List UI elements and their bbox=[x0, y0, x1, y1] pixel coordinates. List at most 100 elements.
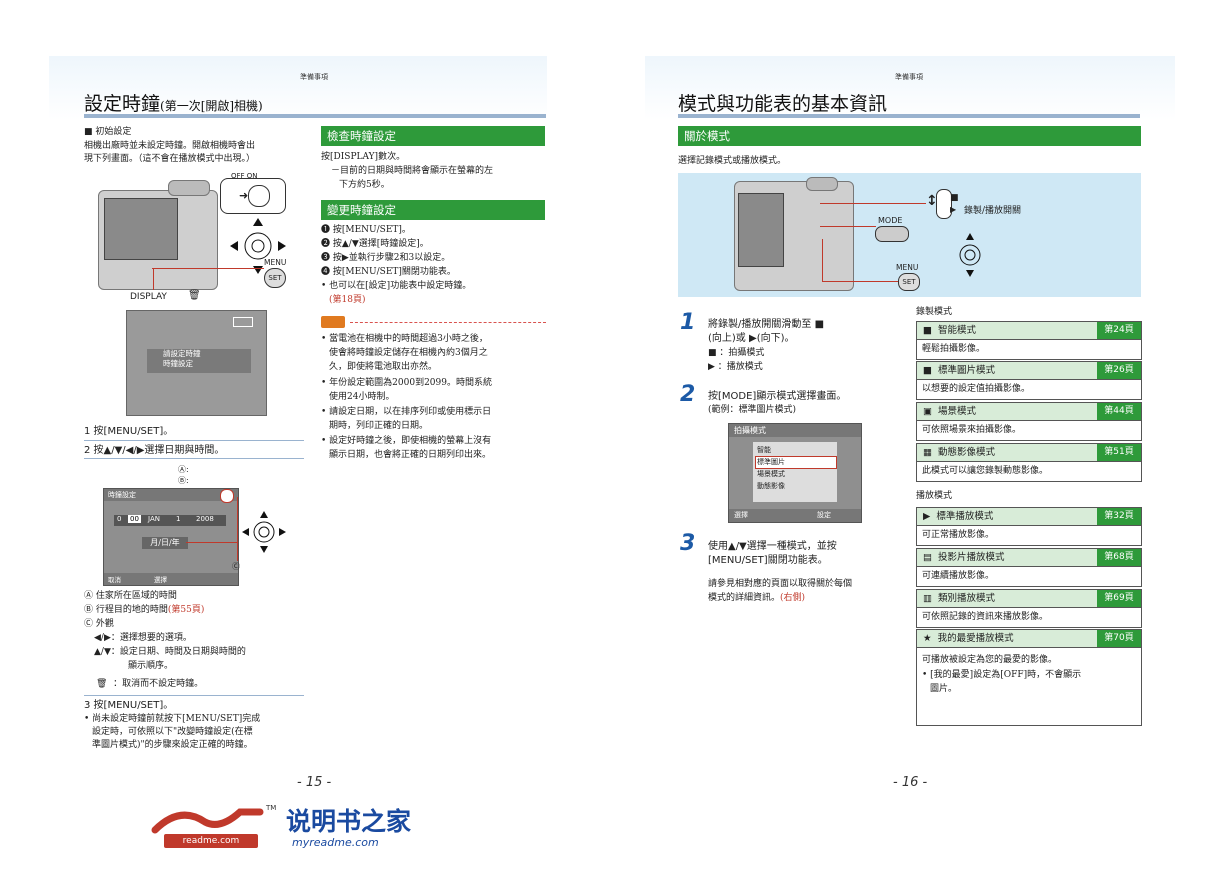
cursor-pad-icon bbox=[230, 218, 286, 274]
note-5: 使用24小時制。 bbox=[329, 392, 395, 402]
clock-min: 00 bbox=[128, 515, 141, 523]
note-3: 久，即使將電池取出亦然。 bbox=[329, 362, 438, 372]
initial-text-2: 現下列畫面。（這不會在播放模式中出現。） bbox=[84, 154, 256, 164]
note-c: Ⓒ 外觀 bbox=[84, 619, 114, 629]
rec-mode-desc-0: 輕鬆拍攝影像。 bbox=[916, 340, 1142, 360]
note-b-row: Ⓑ 行程目的地的時間(第55頁) bbox=[84, 604, 204, 617]
camera-mode-icon-2: ■ bbox=[708, 348, 720, 358]
left-title-rule bbox=[84, 114, 546, 118]
initial-heading: ■ 初始設定 bbox=[84, 127, 132, 137]
camera-icon: ■ bbox=[950, 193, 959, 203]
check-1: 按[DISPLAY]數次。 bbox=[321, 152, 406, 162]
note-1: • 當電池在相機中的時間超過3小時之後， bbox=[321, 334, 488, 344]
mode-item-2[interactable]: 場景模式 bbox=[757, 470, 785, 478]
legend-a: Ⓐ: bbox=[178, 465, 189, 474]
mode-item-1[interactable]: 標準圖片 bbox=[757, 458, 785, 466]
play-mode-name-1: 投影片播放模式 bbox=[938, 552, 1005, 563]
check-3: 下方約5秒。 bbox=[339, 180, 390, 190]
change-heading: 變更時鐘設定 bbox=[321, 200, 545, 220]
change-3: ❸ 按▶並執行步驟2和3以設定。 bbox=[321, 253, 451, 263]
step1-c-text: (向下)。 bbox=[756, 333, 795, 344]
step3-note-3: 準圖片模式)"的步驟來設定正確的時鐘。 bbox=[92, 740, 253, 750]
rec-play-switch bbox=[936, 189, 952, 219]
rec-mode-name-0: 智能模式 bbox=[938, 325, 977, 336]
step1-a-text: 將錄製/播放開關滑動至 bbox=[708, 319, 812, 330]
right-page-number: - 16 - bbox=[893, 775, 928, 790]
mode-cursor-icon bbox=[959, 233, 981, 277]
step2-number: 2 bbox=[680, 382, 696, 407]
play-mode-icon: ▶ bbox=[749, 333, 757, 344]
left-header-band bbox=[49, 56, 547, 120]
right-header-band bbox=[645, 56, 1175, 120]
note-8: • 設定好時鐘之後，即使相機的螢幕上沒有 bbox=[321, 436, 492, 446]
display-label: DISPLAY bbox=[130, 292, 167, 302]
change-5-ref: (第18頁) bbox=[329, 295, 366, 305]
logo-swoosh-icon bbox=[151, 808, 264, 834]
rec-mode-name-1: 標準圖片模式 bbox=[938, 365, 996, 376]
step1-e: ▶ ：播放模式 bbox=[708, 361, 763, 374]
play-mode-name-3: 我的最愛播放模式 bbox=[937, 633, 1014, 644]
step1-a: 將錄製/播放開關滑動至 ■ bbox=[708, 318, 824, 331]
note-trash: ：取消而不設定時鐘。 bbox=[113, 679, 204, 689]
rec-mode-page-2: 第44頁 bbox=[1097, 403, 1141, 420]
step3-left: 3 按[MENU/SET]。 bbox=[84, 700, 174, 711]
step3-d: 模式的詳細資訊。 bbox=[708, 593, 781, 603]
note-9: 顯示日期，也會將正確的日期列印出來。 bbox=[329, 450, 492, 460]
footer-logo: TM readme.com 说明书之家 myreadme.com bbox=[150, 800, 420, 860]
play-mode-desc-1: 可連續播放影像。 bbox=[916, 567, 1142, 587]
clock-title: 時鐘設定 bbox=[108, 491, 136, 499]
switch-label: OFF ON bbox=[231, 172, 258, 180]
note-6: • 請設定日期，以在排序列印或使用標示日 bbox=[321, 407, 492, 417]
check-2: －目前的日期與時間將會顯示在螢幕的左 bbox=[331, 166, 494, 176]
play-mode-page-3: 第70頁 bbox=[1097, 630, 1141, 647]
lcd-text-1: 請設定時鐘 bbox=[163, 349, 201, 358]
slide-arrow-icon: ↕ bbox=[926, 193, 938, 209]
lcd-clock-setting: 時鐘設定 0 00 JAN 1 2008 月/日/年 取消 選擇 bbox=[103, 488, 239, 586]
note-book-icon bbox=[321, 316, 345, 328]
step3-ref: (右側) bbox=[780, 593, 806, 603]
rec-mode-desc-1: 以想要的設定值拍攝影像。 bbox=[916, 380, 1142, 400]
left-page-number: - 15 - bbox=[297, 775, 332, 790]
mode-diagram: ↕ ■ ▶ 錄製/播放開關 MODE MENU SET bbox=[678, 173, 1141, 297]
logo-tm: TM bbox=[266, 804, 277, 812]
left-page-title: 設定時鐘(第一次[開啟]相機) bbox=[84, 89, 263, 116]
play-heading: 播放模式 bbox=[916, 491, 953, 501]
clock-select: 選擇 bbox=[154, 576, 167, 584]
initial-text-1: 相機出廠時並未設定時鐘。開啟相機時會出 bbox=[84, 141, 256, 151]
set-button: SET bbox=[264, 268, 286, 288]
step3-a: 使用▲/▼選擇一種模式，並按 bbox=[708, 541, 837, 552]
change-5: • 也可以在[設定]功能表中設定時鐘。 bbox=[321, 281, 472, 291]
mode-button bbox=[875, 226, 909, 242]
step1-e-text: ：播放模式 bbox=[717, 362, 763, 372]
mode-menu-title: 拍攝模式 bbox=[734, 426, 766, 435]
brand-cn: 说明书之家 bbox=[286, 807, 412, 836]
clock-cancel: 取消 bbox=[108, 576, 121, 584]
note-b: Ⓑ 行程目的地的時間 bbox=[84, 605, 168, 615]
rec-mode-page-1: 第26頁 bbox=[1097, 362, 1141, 379]
step3-note-2: 設定時，可依照以下"改變時鐘設定(在標 bbox=[92, 727, 253, 737]
mode-item-0[interactable]: 智能 bbox=[757, 446, 771, 454]
rec-mode-row-0: ■ 智能模式第24頁 bbox=[916, 321, 1142, 340]
rec-mode-page-0: 第24頁 bbox=[1097, 322, 1141, 339]
camera-mode-icon: ■ bbox=[814, 319, 825, 330]
step2-left: 2 按▲/▼/◀/▶選擇日期與時間。 bbox=[84, 445, 225, 456]
logo-readme: readme.com bbox=[164, 834, 258, 848]
play-icon: ▶ bbox=[950, 205, 957, 214]
step3-number: 3 bbox=[680, 531, 696, 556]
note-a: Ⓐ 住家所在區域的時間 bbox=[84, 591, 177, 601]
clock-format: 月/日/年 bbox=[142, 537, 188, 549]
menu-label-right: MENU bbox=[896, 263, 919, 272]
change-1: ❶ 按[MENU/SET]。 bbox=[321, 225, 411, 235]
note-trash-row: 🗑 ：取消而不設定時鐘。 bbox=[96, 678, 203, 691]
clock-day: 1 bbox=[176, 515, 181, 523]
note-ud-row: ▲/▼：設定日期、時間及日期與時間的 bbox=[94, 646, 246, 659]
about-text: 選擇記錄模式或播放模式。 bbox=[678, 156, 787, 166]
step3-c: 請參見相對應的頁面以取得關於每個 bbox=[708, 579, 853, 589]
mode-item-3[interactable]: 動態影像 bbox=[757, 482, 785, 490]
lcd-clock-prompt: 請設定時鐘 時鐘設定 bbox=[126, 310, 267, 416]
play-mode-page-1: 第68頁 bbox=[1097, 549, 1141, 566]
mode-label: MODE bbox=[878, 216, 903, 225]
step1-b: (向上)或 ▶(向下)。 bbox=[708, 332, 795, 345]
play-mode-row-0: ▶ 標準播放模式第32頁 bbox=[916, 507, 1142, 526]
note-2: 使會將時鐘設定儲存在相機內約3個月之 bbox=[329, 348, 488, 358]
